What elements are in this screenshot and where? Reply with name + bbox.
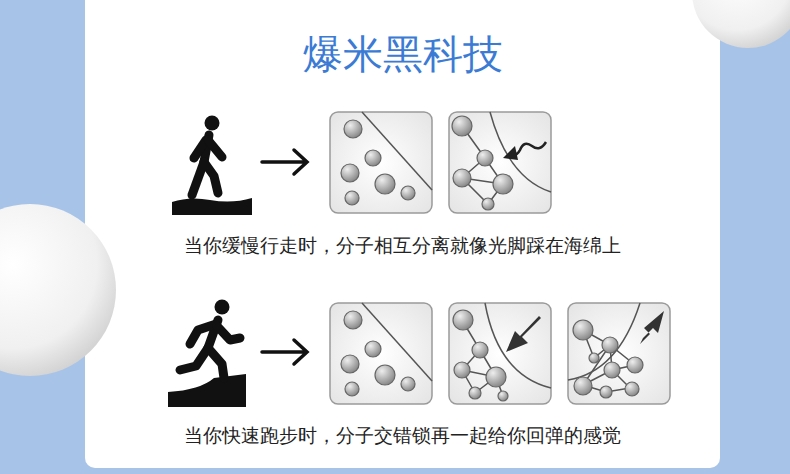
molecule (344, 120, 362, 138)
molecule (345, 382, 359, 396)
molecule (574, 377, 592, 395)
molecule (469, 387, 481, 399)
bond-line (362, 112, 432, 190)
molecule (493, 174, 513, 194)
panel (330, 303, 432, 404)
person-limb (180, 348, 208, 370)
molecule (365, 341, 381, 357)
molecule (453, 169, 471, 187)
molecule (375, 174, 395, 194)
molecule (589, 353, 599, 363)
molecule (602, 337, 618, 353)
molecule (365, 150, 381, 166)
person-limb (204, 162, 218, 193)
panel (449, 112, 551, 213)
molecule (498, 391, 508, 401)
bond-line (485, 303, 551, 388)
molecule (452, 116, 472, 136)
molecule (600, 386, 612, 398)
molecule (345, 191, 359, 205)
force-arrow (640, 311, 664, 344)
platform (172, 198, 252, 215)
force-arrow (506, 316, 541, 352)
molecule (604, 362, 620, 378)
molecule (472, 342, 488, 358)
card (85, 0, 720, 468)
person-head (205, 116, 220, 131)
panel (330, 112, 432, 213)
molecule (625, 382, 639, 396)
molecule (482, 198, 494, 210)
person-limb (194, 140, 206, 158)
molecule (401, 377, 415, 391)
molecule (401, 186, 415, 200)
panel (449, 303, 551, 404)
caption: 当你缓慢行走时，分子相互分离就像光脚踩在海绵上 (85, 233, 720, 258)
molecule (341, 164, 359, 182)
molecule (375, 365, 395, 385)
molecule (454, 362, 470, 378)
platform (168, 374, 246, 407)
arrow-symbol (262, 340, 307, 364)
molecule (573, 320, 593, 340)
molecule (477, 150, 493, 166)
arrow-symbol (262, 150, 307, 174)
person-head (215, 300, 230, 315)
deco-sphere (692, 0, 790, 48)
title: 爆米黑科技 (85, 30, 720, 78)
molecule (627, 357, 643, 373)
molecule (453, 310, 473, 330)
person-limb (217, 326, 240, 340)
molecule (341, 355, 359, 373)
panel (568, 303, 670, 404)
deco-sphere (0, 204, 116, 376)
molecule (344, 311, 362, 329)
caption: 当你快速跑步时，分子交错锁再一起给你回弹的感觉 (85, 423, 720, 448)
wave-arrowhead (503, 146, 518, 160)
person-limb (208, 140, 222, 157)
person-limb (190, 324, 216, 344)
bond-line (362, 303, 432, 381)
molecule (486, 367, 506, 387)
